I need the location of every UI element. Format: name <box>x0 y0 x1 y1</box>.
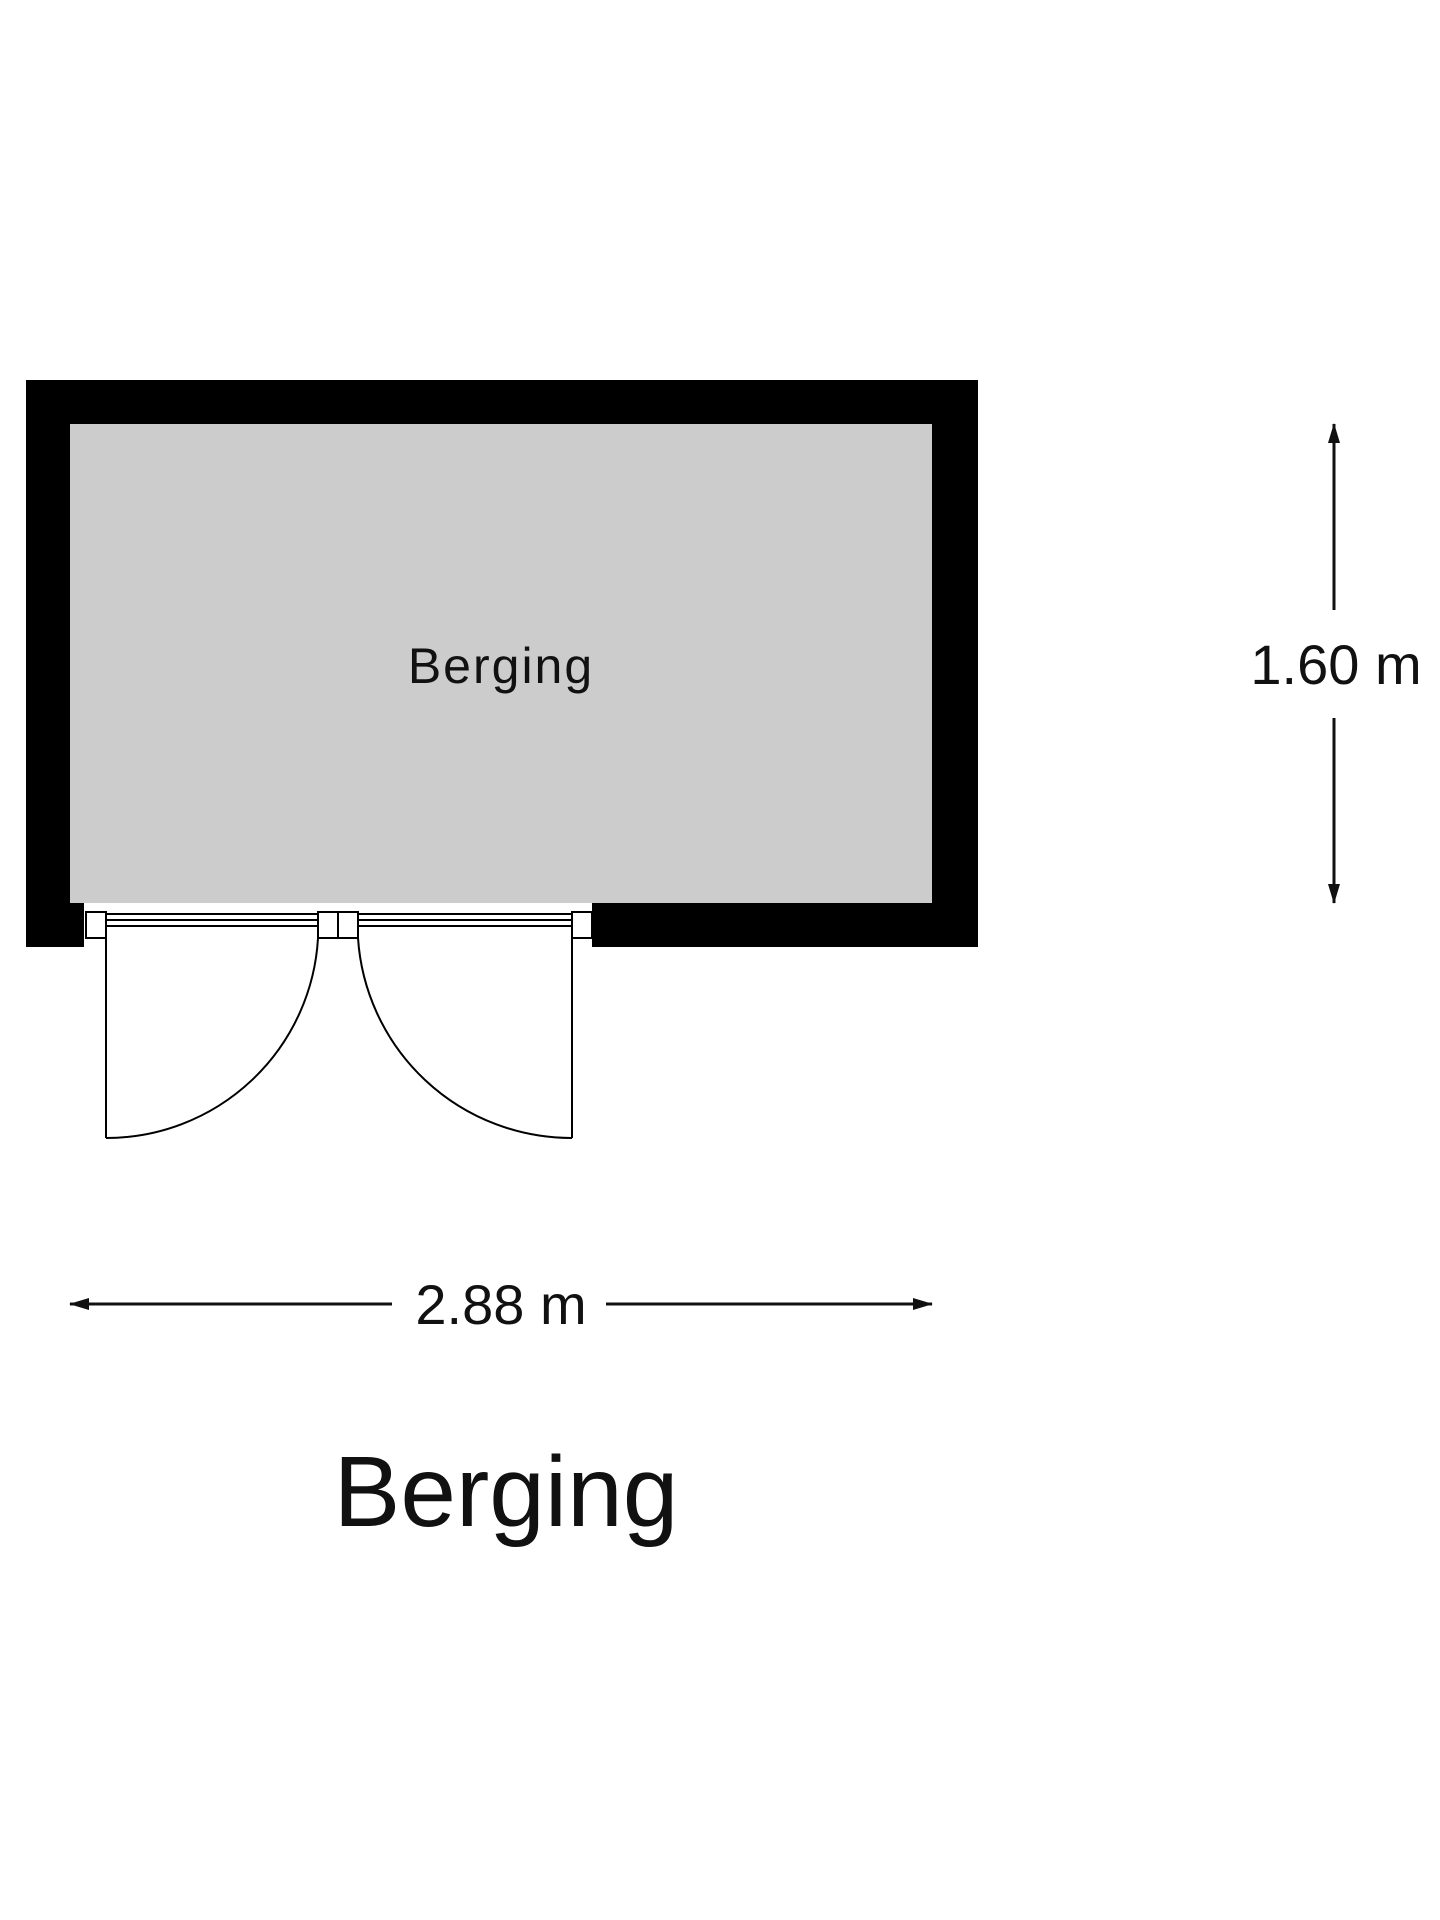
door-swing-left <box>105 937 319 1140</box>
door-swing-right <box>357 937 573 1140</box>
width-dimension-label: 2.88 m <box>415 1273 586 1336</box>
height-dimension: 1.60 m <box>1250 423 1422 904</box>
door-frame <box>85 911 593 939</box>
double-door <box>105 937 573 1140</box>
width-dimension: 2.88 m <box>69 1273 933 1336</box>
height-dimension-label: 1.60 m <box>1250 633 1421 696</box>
room-floor <box>70 424 932 903</box>
plan-title: Berging <box>334 1436 679 1548</box>
room-label: Berging <box>408 638 594 694</box>
